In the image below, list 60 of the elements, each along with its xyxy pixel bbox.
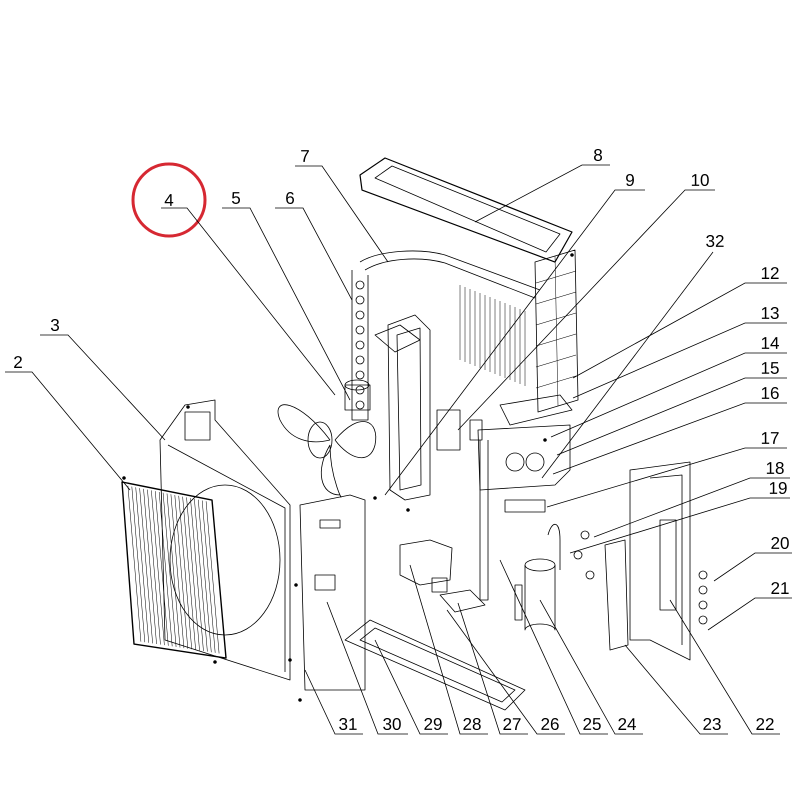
callout-number: 3 bbox=[50, 318, 59, 332]
callout-number: 24 bbox=[618, 718, 636, 730]
leader-line bbox=[546, 448, 788, 508]
callout-number: 30 bbox=[383, 718, 401, 730]
leader-line bbox=[572, 322, 788, 398]
callout-number: 10 bbox=[692, 174, 709, 186]
leader-line bbox=[594, 478, 790, 538]
callout-number: 5 bbox=[232, 192, 240, 204]
callout-number: 12 bbox=[762, 267, 779, 279]
leader-line bbox=[474, 164, 610, 222]
callout-number: 22 bbox=[756, 718, 774, 730]
callout-number: 8 bbox=[594, 148, 602, 162]
leader-line bbox=[540, 600, 644, 734]
leader-line bbox=[552, 402, 788, 474]
leader-line bbox=[708, 598, 792, 630]
leader-line bbox=[374, 640, 448, 734]
leader-line bbox=[326, 602, 408, 734]
callout-number: 17 bbox=[762, 432, 779, 444]
callout-number: 16 bbox=[762, 386, 779, 400]
leader-line bbox=[274, 208, 352, 300]
leader-line bbox=[4, 372, 130, 490]
callout-number: 18 bbox=[766, 462, 784, 474]
callout-number: 21 bbox=[771, 582, 789, 594]
leader-line bbox=[222, 208, 350, 400]
callout-number: 25 bbox=[583, 718, 601, 730]
leader-line bbox=[446, 610, 566, 734]
callout-number: 7 bbox=[301, 150, 309, 162]
leader-line bbox=[458, 190, 716, 430]
callout-number: 9 bbox=[626, 174, 634, 186]
leader-line bbox=[410, 564, 488, 734]
leader-line bbox=[294, 166, 388, 262]
leader-line bbox=[572, 282, 788, 378]
leader-line bbox=[714, 552, 792, 582]
leader-line bbox=[384, 190, 646, 496]
callout-number: 6 bbox=[286, 192, 294, 204]
leader-line bbox=[40, 334, 166, 440]
callout-number: 15 bbox=[762, 362, 779, 374]
circled-callout-number: 4 bbox=[132, 162, 206, 238]
callout-number: 26 bbox=[541, 718, 559, 730]
leader-line bbox=[304, 670, 364, 734]
callout-number: 20 bbox=[771, 536, 789, 550]
callout-number: 29 bbox=[424, 718, 442, 730]
callout-number: 31 bbox=[339, 718, 357, 730]
leader-line bbox=[624, 644, 728, 734]
callout-number: 19 bbox=[770, 482, 787, 494]
leader-line bbox=[570, 498, 790, 554]
callout-number: 27 bbox=[503, 718, 521, 730]
leader-line bbox=[550, 352, 788, 438]
callout-number: 14 bbox=[762, 337, 779, 349]
callout-number: 13 bbox=[762, 306, 779, 320]
leader-line bbox=[160, 208, 336, 396]
leader-line bbox=[670, 600, 780, 734]
leader-line bbox=[500, 560, 608, 734]
callout-number: 23 bbox=[703, 718, 721, 730]
callout-number: 32 bbox=[706, 234, 724, 248]
callout-number: 2 bbox=[14, 356, 22, 368]
leader-line bbox=[542, 252, 714, 478]
callout-number: 28 bbox=[463, 718, 481, 730]
leader-line bbox=[556, 378, 788, 456]
leader-line bbox=[458, 602, 528, 734]
